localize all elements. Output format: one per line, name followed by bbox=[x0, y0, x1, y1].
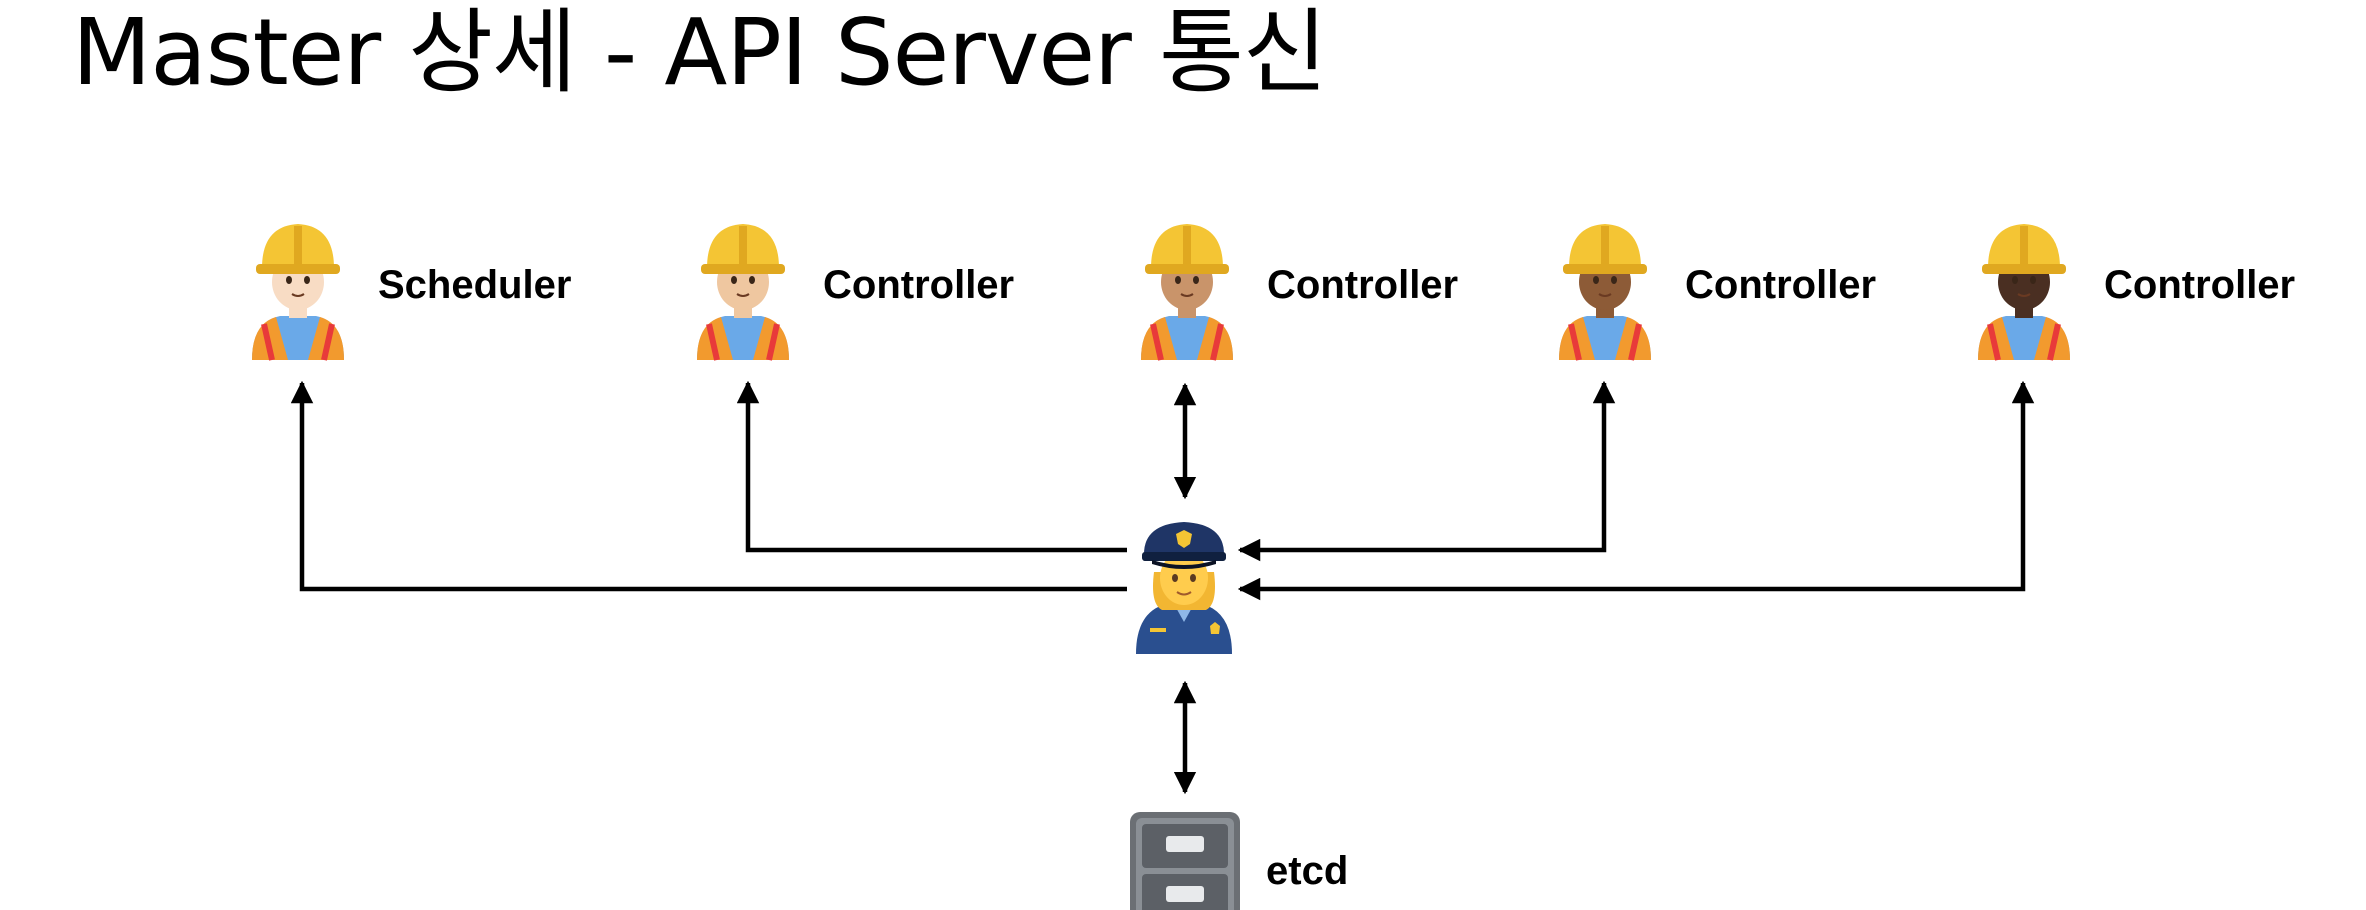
construction-worker-icon bbox=[252, 224, 344, 361]
node-controller-1: Controller bbox=[697, 224, 1014, 361]
node-controller-4: Controller bbox=[1978, 224, 2295, 361]
construction-worker-icon bbox=[1978, 224, 2070, 361]
node-controller-3: Controller bbox=[1559, 224, 1876, 361]
api-server-node bbox=[1136, 522, 1232, 654]
police-officer-icon bbox=[1136, 522, 1232, 654]
node-label: Controller bbox=[2104, 263, 2295, 307]
arrow-scheduler bbox=[290, 380, 1127, 592]
arrow-controller-4 bbox=[1237, 380, 2035, 601]
page-title: Master 상세 - API Server 통신 bbox=[72, 0, 1327, 106]
node-label: Controller bbox=[1685, 263, 1876, 307]
construction-worker-icon bbox=[697, 224, 789, 361]
etcd-node: etcd bbox=[1130, 812, 1348, 910]
node-label: Controller bbox=[823, 263, 1014, 307]
arrow-controller-3 bbox=[1237, 380, 1616, 562]
construction-worker-icon bbox=[1141, 224, 1233, 361]
construction-worker-icon bbox=[1559, 224, 1651, 361]
node-label: Scheduler bbox=[378, 263, 571, 307]
node-scheduler: Scheduler bbox=[252, 224, 571, 361]
node-label: Controller bbox=[1267, 263, 1458, 307]
file-cabinet-icon bbox=[1130, 812, 1240, 910]
arrow-controller-1 bbox=[736, 380, 1127, 553]
node-label: etcd bbox=[1266, 849, 1348, 893]
node-controller-2: Controller bbox=[1141, 224, 1458, 361]
